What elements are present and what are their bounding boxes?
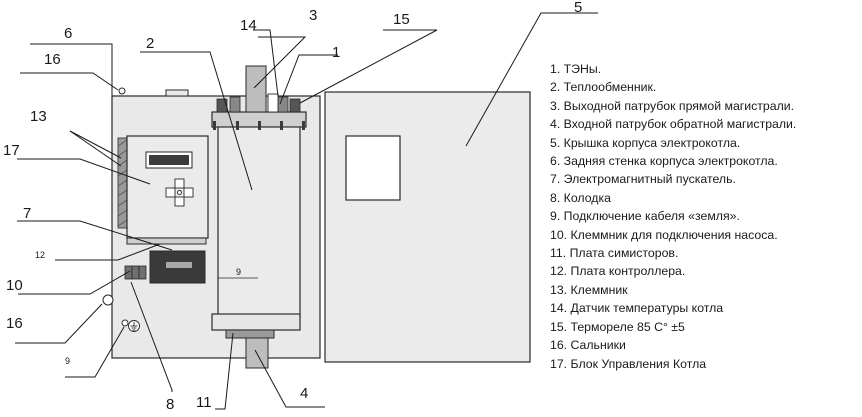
leader-2	[140, 51, 253, 191]
leader-13b	[69, 130, 122, 167]
leader-12	[55, 243, 161, 261]
legend-item: 1. ТЭНы.	[550, 62, 602, 76]
legend-item: 13. Клеммник	[550, 282, 628, 297]
exchanger-bottom-flange	[211, 313, 301, 331]
callout-3: 3	[309, 7, 317, 24]
legend-item: 11. Плата симисторов.	[550, 246, 679, 261]
control-unit-display-screen	[149, 155, 189, 165]
controller-board	[126, 237, 207, 245]
legend-item: 17. Блок Управления Котла	[550, 356, 707, 371]
callout-9: 9	[65, 356, 70, 366]
outlet-pipe-top	[245, 65, 267, 113]
legend-item: 16. Сальники	[550, 338, 626, 353]
leader-11	[215, 332, 234, 410]
callout-1: 1	[332, 44, 340, 61]
legend-item: 8. Колодка	[550, 190, 611, 205]
housing-cover-window	[345, 135, 401, 201]
leader-17	[17, 158, 151, 185]
callout-16-side: 16	[6, 315, 23, 332]
legend-item: 14. Датчик температуры котла	[550, 301, 724, 316]
callout-14: 14	[240, 17, 257, 34]
leader-9	[65, 326, 125, 378]
leader-8	[130, 281, 173, 392]
callout-6: 6	[64, 25, 72, 42]
leader-5	[465, 12, 598, 147]
leader-10	[18, 270, 131, 295]
legend-item: 9. Подключение кабеля «земля».	[550, 209, 740, 224]
contactor-window	[166, 262, 192, 268]
callout-2: 2	[146, 35, 154, 52]
callout-13: 13	[30, 108, 47, 125]
callout-15: 15	[393, 11, 410, 28]
leader-7	[17, 220, 173, 251]
leader-3	[253, 36, 307, 89]
heat-exchanger-body	[217, 124, 301, 318]
leader-6	[30, 43, 113, 98]
leader-13a	[69, 130, 122, 159]
legend-item: 7. Электромагнитный пускатель.	[550, 172, 736, 187]
ground-screw	[121, 319, 129, 327]
legend-item: 4. Входной патрубок обратной магистрали.	[550, 117, 797, 132]
control-unit	[126, 135, 209, 239]
arrow-keys-icon	[165, 178, 194, 207]
leader-1	[279, 54, 338, 105]
callout-4: 4	[300, 385, 308, 402]
callout-11: 11	[196, 394, 212, 411]
callout-10: 10	[6, 277, 23, 294]
callout-17: 17	[3, 142, 20, 159]
gland-top	[118, 87, 126, 95]
legend-item: 10. Клеммник для подключения насоса.	[550, 227, 778, 242]
callout-12: 12	[35, 250, 45, 260]
legend-item: 12. Плата контроллера.	[550, 264, 686, 279]
pump-terminal-block	[124, 265, 147, 280]
leader-lines	[15, 12, 598, 410]
leader-15	[299, 29, 438, 104]
ground-icon	[128, 320, 140, 332]
callout-7: 7	[23, 205, 31, 222]
housing-cover	[324, 91, 531, 363]
housing-top-tab	[165, 89, 189, 97]
temperature-sensor	[267, 93, 279, 113]
callout-16-top: 16	[44, 51, 61, 68]
legend-item: 5. Крышка корпуса электрокотла.	[550, 135, 741, 150]
flange-bolts	[213, 121, 305, 130]
ground-cable-label: 9	[236, 267, 241, 277]
gland-side	[102, 294, 114, 306]
callout-5: 5	[574, 0, 582, 16]
parts-legend: 1. ТЭНы. 2. Теплообменник. 3. Выходной п…	[550, 60, 860, 373]
leader-4	[254, 349, 325, 408]
legend-item: 3. Выходной патрубок прямой магистрали.	[550, 98, 795, 113]
legend-item: 2. Теплообменник.	[550, 80, 657, 95]
legend-item: 15. Термореле 85 С° ±5	[550, 319, 685, 334]
legend-item: 6. Задняя стенка корпуса электрокотла.	[550, 154, 778, 169]
leader-14	[253, 29, 279, 97]
leader-16b	[15, 303, 103, 344]
heating-element-terminals	[216, 96, 301, 113]
callout-8: 8	[166, 396, 174, 413]
leader-16a	[20, 72, 119, 91]
